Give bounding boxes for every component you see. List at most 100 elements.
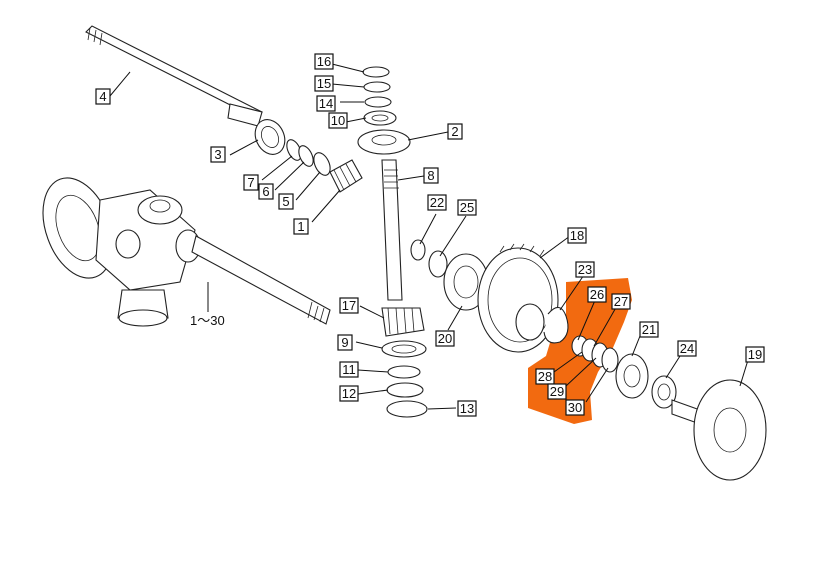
callout-box	[339, 297, 359, 314]
callout-10: 10	[328, 112, 348, 129]
callout-number: 2	[451, 124, 458, 139]
callout-box	[447, 123, 463, 140]
callout-box	[745, 346, 765, 363]
callout-box	[258, 183, 274, 200]
assembly-label: 1～30	[190, 313, 225, 328]
callout-number: 17	[342, 298, 356, 313]
callout-box	[435, 330, 455, 347]
callout-number: 13	[460, 401, 474, 416]
callout-number: 10	[331, 113, 345, 128]
callout-box	[314, 75, 334, 92]
part-25-shim	[428, 250, 448, 278]
callout-number: 21	[642, 322, 656, 337]
callout-number: 7	[247, 175, 254, 190]
callout-number: 26	[590, 287, 604, 302]
callout-4: 4	[95, 88, 111, 105]
callout-number: 19	[748, 347, 762, 362]
callout-box	[567, 227, 587, 244]
callout-17: 17	[339, 297, 359, 314]
part-1-bevel-gear	[329, 159, 363, 193]
part-16-ring	[362, 66, 390, 78]
callout-number: 23	[578, 262, 592, 277]
callout-8: 8	[423, 167, 439, 184]
callout-5: 5	[278, 193, 294, 210]
callout-box	[423, 167, 439, 184]
callout-box	[677, 340, 697, 357]
leader-lines	[109, 63, 749, 410]
callout-box	[547, 383, 567, 400]
callout-number: 16	[317, 54, 331, 69]
callout-13: 13	[457, 400, 477, 417]
callout-box	[316, 95, 336, 112]
part-13-ring	[386, 400, 428, 418]
callout-box	[535, 368, 555, 385]
callout-number: 24	[680, 341, 694, 356]
part-14-ring	[364, 96, 392, 108]
callout-number: 15	[317, 76, 331, 91]
callout-26: 26	[587, 286, 607, 303]
callout-box	[314, 53, 334, 70]
callout-number: 27	[614, 294, 628, 309]
callout-23: 23	[575, 261, 595, 278]
callout-7: 7	[243, 174, 259, 191]
callout-box	[457, 400, 477, 417]
callout-21: 21	[639, 321, 659, 338]
callout-number: 9	[341, 335, 348, 350]
callout-30: 30	[565, 399, 585, 416]
callout-number: 28	[538, 369, 552, 384]
callout-box	[328, 112, 348, 129]
part-15-ring	[363, 81, 391, 93]
callout-22: 22	[427, 194, 447, 211]
callout-number: 22	[430, 195, 444, 210]
part-3-bearing	[254, 119, 286, 155]
callout-15: 15	[314, 75, 334, 92]
callout-number: 1	[297, 219, 304, 234]
callout-12: 12	[339, 385, 359, 402]
part-11-ring	[387, 365, 421, 379]
part-24-oil-seal	[651, 375, 677, 409]
callout-number: 12	[342, 386, 356, 401]
callout-box	[243, 174, 259, 191]
callout-box	[339, 361, 359, 378]
callout-number: 6	[262, 184, 269, 199]
callout-number: 14	[319, 96, 333, 111]
callout-number: 18	[570, 228, 584, 243]
callout-box	[337, 334, 353, 351]
callout-box	[293, 218, 309, 235]
callout-box	[427, 194, 447, 211]
part-21-bearing	[615, 353, 649, 399]
part-5-ring	[313, 152, 331, 176]
part-12-ring	[386, 382, 424, 398]
callout-20: 20	[435, 330, 455, 347]
callout-24: 24	[677, 340, 697, 357]
callout-6: 6	[258, 183, 274, 200]
callout-9: 9	[337, 334, 353, 351]
callout-box	[587, 286, 607, 303]
differential-housing-assembly	[42, 177, 331, 327]
callout-box	[611, 293, 631, 310]
callout-number: 3	[214, 147, 221, 162]
callout-number: 11	[342, 362, 356, 377]
callout-19: 19	[745, 346, 765, 363]
callout-number: 30	[568, 400, 582, 415]
callout-box	[457, 199, 477, 216]
part-8-pinion-shaft	[381, 159, 403, 301]
part-23-circlip	[543, 306, 569, 344]
callout-27: 27	[611, 293, 631, 310]
callout-box	[575, 261, 595, 278]
callout-number: 8	[427, 168, 434, 183]
callout-11: 11	[339, 361, 359, 378]
callout-28: 28	[535, 368, 555, 385]
part-17-bevel-pinion	[381, 307, 425, 337]
callout-29: 29	[547, 383, 567, 400]
part-6-ring	[298, 145, 314, 167]
callout-box	[95, 88, 111, 105]
callout-18: 18	[567, 227, 587, 244]
part-9-bearing	[381, 340, 427, 358]
callout-number: 25	[460, 200, 474, 215]
callout-1: 1	[293, 218, 309, 235]
callout-number: 20	[438, 331, 452, 346]
callout-number: 4	[99, 89, 106, 104]
